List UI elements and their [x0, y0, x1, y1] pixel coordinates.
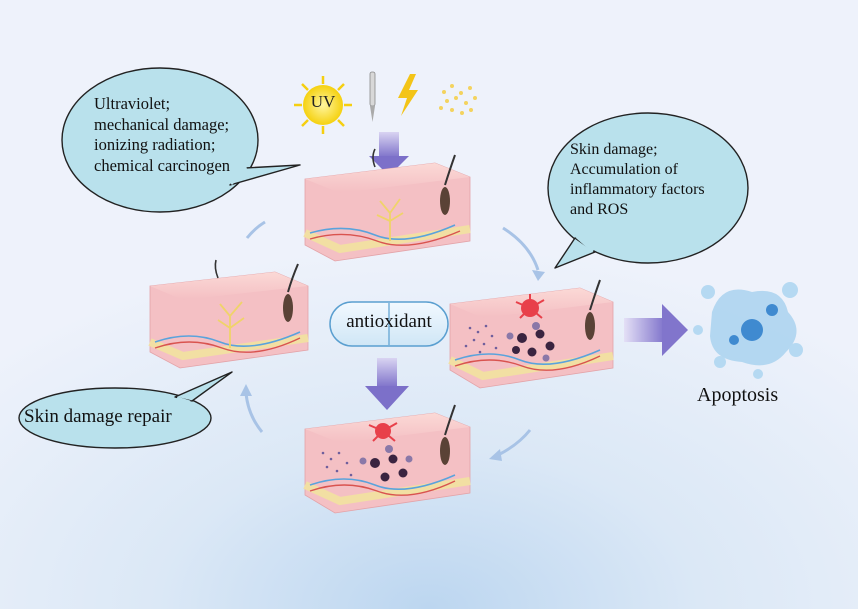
- uv-label: UV: [310, 92, 336, 111]
- needle-icon: [369, 71, 376, 122]
- skin-block-right-damaged: [448, 279, 614, 389]
- cause-line: Ultraviolet;: [94, 94, 171, 113]
- damage-line: Skin damage;: [570, 141, 658, 158]
- sun-icon: [294, 76, 352, 134]
- antioxidant-capsule: [329, 301, 449, 347]
- inflammation-burst-icon: [368, 422, 398, 442]
- particles-icon: [439, 84, 477, 115]
- cycle-arrowheads: [240, 270, 545, 461]
- bubble-causes: [61, 67, 301, 213]
- repair-label: Skin damage repair: [24, 406, 172, 427]
- damage-text: Skin damage; Accumulation of inflammator…: [570, 140, 750, 220]
- cause-line: chemical carcinogen: [94, 155, 231, 175]
- arrow-down-top: [369, 132, 409, 176]
- damage-line: Accumulation of: [570, 161, 678, 178]
- cycle-arrows: [244, 220, 540, 457]
- skin-block-bottom-damaged: [303, 404, 471, 514]
- damage-line: inflammatory factors: [570, 181, 705, 198]
- lightning-icon: [398, 74, 418, 116]
- inflammation-burst-icon: [515, 294, 545, 319]
- cause-line: mechanical damage;: [94, 114, 230, 134]
- bubble-repair: [18, 371, 233, 449]
- skin-block-top: [303, 148, 471, 262]
- damage-line: and ROS: [570, 201, 629, 218]
- causes-text: Ultraviolet; mechanical damage; ionizing…: [94, 94, 274, 177]
- cause-line: ionizing radiation;: [94, 135, 216, 155]
- arrow-down-center: [365, 358, 409, 410]
- apoptosis-label: Apoptosis: [697, 384, 779, 406]
- antioxidant-label: antioxidant: [346, 311, 432, 332]
- apoptosis-cells-icon: [693, 282, 803, 379]
- arrow-right-apoptosis: [624, 304, 688, 356]
- skin-block-left: [148, 259, 309, 369]
- bubble-damage: [547, 112, 749, 269]
